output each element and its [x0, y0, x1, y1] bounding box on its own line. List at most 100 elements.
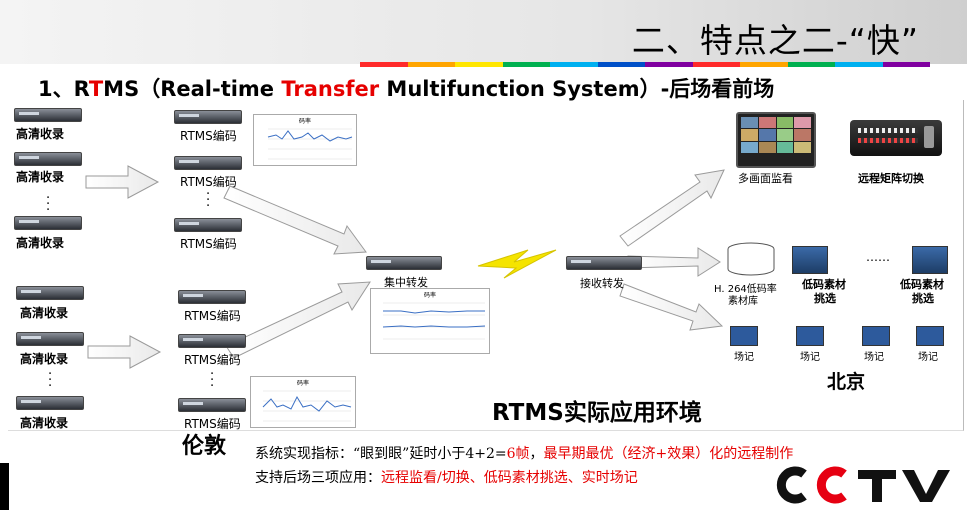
strip-segment: [550, 62, 598, 67]
metric-prefix: 系统实现指标：“眼到眼”延时小于: [255, 446, 466, 462]
metric-note: 系统实现指标：“眼到眼”延时小于4+2=6帧，最早期最优（经济+效果）化的远程制…: [255, 443, 793, 463]
arrow-diagonal-icon: [223, 185, 367, 255]
vertical-dots: ···: [46, 191, 51, 218]
header-background: [0, 0, 967, 64]
multiview-monitor-icon: [736, 112, 816, 168]
chart-line: [382, 302, 486, 340]
log-label: 场记: [734, 352, 754, 363]
laptop-icon: [916, 326, 944, 346]
bitrate-chart-thumbnail: 码率: [370, 288, 490, 354]
strip-segment: [455, 62, 503, 67]
switcher-console-icon: [850, 120, 942, 156]
encoder-device-icon: [174, 110, 242, 124]
slide-title: 二、特点之二-“快”: [631, 21, 919, 60]
library-label-line1: H. 264低码率: [714, 284, 777, 295]
subtitle-prefix: 1、R: [38, 77, 89, 101]
arrow-diagonal-icon: [619, 169, 725, 247]
diagram-arrows: [85, 165, 725, 369]
library-label-line2: 素材库: [728, 296, 758, 307]
strip-segment: [787, 62, 835, 67]
arrow-diagonal-icon: [619, 283, 724, 331]
laptop-icon: [796, 326, 824, 346]
encoder-device-icon: [174, 218, 242, 232]
subtitle-rest: Multifunction System）-后场看前场: [379, 77, 775, 101]
workstation-icon: [912, 246, 948, 274]
encoder-label: RTMS编码: [184, 353, 241, 367]
strip-segment: [835, 62, 883, 67]
cctv-logo-mark: [776, 466, 950, 504]
strip-segment: [645, 62, 693, 67]
log-label: 场记: [864, 352, 884, 363]
recorder-device-icon: [14, 108, 82, 122]
encoder-label: RTMS编码: [184, 309, 241, 323]
subtitle-t: T: [88, 77, 104, 101]
vertical-dots: ···: [206, 187, 211, 214]
pick-label-line1: 低码素材: [900, 278, 944, 291]
chart-caption: 码率: [296, 380, 309, 387]
strip-segment: [407, 62, 455, 67]
metric-red: 最早期最优（经济+效果）化的远程制作: [543, 446, 794, 462]
log-label: 场记: [918, 352, 938, 363]
lightning-icon: [477, 249, 557, 279]
support-prefix: 支持后场三项应用：: [255, 470, 381, 486]
strip-segment: [882, 62, 930, 67]
metric-6: 6帧: [506, 446, 530, 462]
support-red: 远程监看/切换、低码素材挑选、实时场记: [381, 470, 638, 486]
database-icon: [726, 242, 776, 276]
strip-segment: [692, 62, 740, 67]
strip-segment: [360, 62, 408, 67]
slide-subtitle: 1、RTMS（Real-time Transfer Multifunction …: [38, 73, 774, 103]
bitrate-chart-thumbnail: 码率: [253, 114, 357, 166]
laptop-icon: [862, 326, 890, 346]
encoder-device-icon: [174, 156, 242, 170]
beijing-label: 北京: [827, 371, 866, 393]
metric-42: 4+2=: [465, 446, 507, 462]
recorder-device-icon: [16, 396, 84, 410]
arrow-diagonal-icon: [225, 281, 371, 359]
left-edge-bar: [0, 463, 9, 510]
support-note: 支持后场三项应用：远程监看/切换、低码素材挑选、实时场记: [255, 467, 638, 487]
strip-segment: [502, 62, 550, 67]
encoder-device-icon: [178, 290, 246, 304]
subtitle-mid: MS（Real-time: [103, 77, 282, 101]
recorder-device-icon: [16, 332, 84, 346]
encoder-label: RTMS编码: [180, 129, 237, 143]
encoder-label: RTMS编码: [180, 237, 237, 251]
log-label: 场记: [800, 352, 820, 363]
receiver-device-icon: [566, 256, 642, 270]
recorder-label: 高清收录: [20, 416, 69, 430]
chart-caption: 码率: [298, 118, 311, 125]
recorder-label: 高清收录: [20, 306, 69, 320]
laptop-icon: [730, 326, 758, 346]
recorder-label: 高清收录: [16, 127, 65, 141]
encoder-label: RTMS编码: [180, 175, 237, 189]
pick-label-line1: 低码素材: [802, 278, 846, 291]
recorder-device-icon: [16, 286, 84, 300]
chart-line: [262, 390, 352, 422]
encoder-device-icon: [178, 398, 246, 412]
recorder-label: 高清收录: [16, 170, 65, 184]
environment-label: RTMS实际应用环境: [492, 400, 702, 426]
bitrate-chart-thumbnail: 码率: [250, 376, 356, 428]
strip-segment: [740, 62, 788, 67]
arrow-right-icon: [85, 165, 160, 199]
ellipsis: ……: [866, 250, 890, 264]
metric-sep: ，: [529, 446, 544, 462]
color-strip: [360, 62, 930, 67]
recorder-device-icon: [14, 152, 82, 166]
arrow-right-icon: [87, 335, 162, 369]
rtms-diagram: 高清收录 高清收录 ··· 高清收录 高清收录 高清收录 ··· 高清收录 RT…: [8, 100, 964, 431]
recorder-label: 高清收录: [20, 352, 69, 366]
receiver-label: 接收转发: [580, 277, 624, 290]
multiview-label: 多画面监看: [738, 172, 793, 185]
monitor-grid: [738, 114, 814, 156]
encoder-device-icon: [178, 334, 246, 348]
pick-label-line2: 挑选: [912, 292, 934, 305]
recorder-device-icon: [14, 216, 82, 230]
chart-caption: 码率: [423, 292, 436, 299]
london-label: 伦敦: [182, 434, 227, 459]
chart-line: [267, 128, 353, 160]
subtitle-transfer: Transfer: [281, 77, 380, 101]
workstation-icon: [792, 246, 828, 274]
vertical-dots: ···: [210, 367, 215, 394]
